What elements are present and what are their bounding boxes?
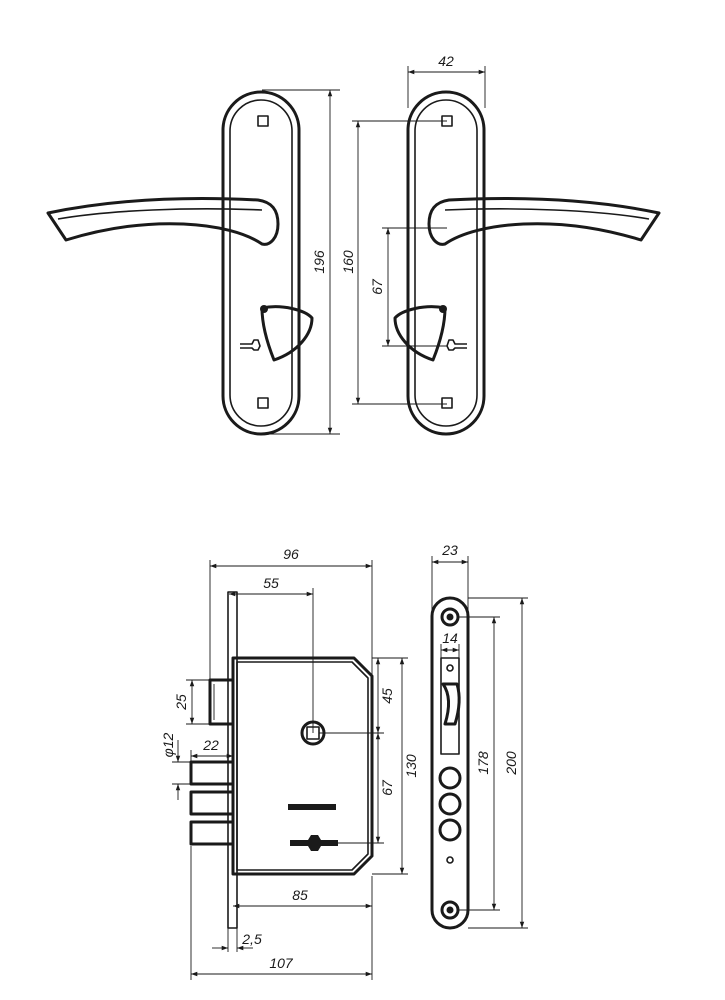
lock-keyhole — [290, 835, 338, 851]
dim-faceplate-height: 200 — [503, 751, 519, 776]
left-escutcheon-outer — [221, 90, 301, 436]
dim-total-length: 107 — [269, 955, 294, 971]
right-thumbturn — [393, 305, 447, 362]
right-lever — [427, 197, 661, 246]
left-screw-bottom — [257, 397, 269, 409]
dim-backset: 55 — [263, 575, 279, 591]
dim-lock-spindle-key: 67 — [379, 779, 395, 796]
dim-latch-width: 14 — [442, 630, 458, 646]
right-screw-bottom — [441, 397, 453, 409]
lock-deadbolt-1 — [189, 760, 235, 786]
dim-body-height: 130 — [403, 754, 419, 778]
lock-faceplate — [430, 596, 470, 930]
faceplate-latch — [441, 682, 461, 726]
dim-follower-offset: 45 — [379, 688, 395, 704]
lock-latch — [208, 678, 235, 726]
dim-bolt-throw: 22 — [202, 737, 219, 753]
right-escutcheon-inner — [414, 99, 478, 427]
right-escutcheon-outer — [406, 90, 486, 436]
dim-bolt-diameter: φ12 — [160, 732, 176, 757]
dim-mount-spacing: 160 — [340, 250, 356, 274]
left-thumbturn — [260, 305, 314, 362]
lock-dimensions: 96 55 25 φ12 22 45 67 130 — [160, 542, 528, 980]
left-escutcheon-inner — [229, 99, 293, 427]
right-key-indicator — [446, 339, 467, 351]
dim-handle-width: 42 — [438, 53, 454, 69]
faceplate-bolt-hole-3 — [438, 818, 462, 842]
left-lever — [46, 197, 280, 246]
dim-handle-spindle-key: 67 — [369, 278, 385, 295]
dim-faceplate-width: 23 — [441, 542, 458, 558]
lock-slot — [288, 804, 336, 810]
right-handle — [393, 90, 661, 436]
lock-deadbolt-2 — [189, 790, 235, 816]
left-key-indicator — [240, 339, 261, 351]
handle-dimensions: 42 196 160 67 — [262, 53, 486, 435]
dim-latch-height: 25 — [173, 694, 189, 711]
dim-plate-thickness: 2,5 — [241, 931, 262, 947]
dim-body-depth: 85 — [292, 887, 308, 903]
faceplate-outline — [430, 596, 470, 930]
left-screw-top — [257, 115, 269, 127]
dim-handle-height: 196 — [311, 250, 327, 274]
mortise-lock — [189, 591, 374, 929]
dim-lock-width: 96 — [283, 546, 299, 562]
lock-deadbolt-3 — [189, 820, 235, 846]
lock-case — [231, 656, 374, 876]
faceplate-bolt-hole-1 — [438, 766, 462, 790]
faceplate-bolt-hole-2 — [438, 792, 462, 816]
left-handle — [46, 90, 314, 436]
dim-screw-spacing: 178 — [475, 751, 491, 775]
